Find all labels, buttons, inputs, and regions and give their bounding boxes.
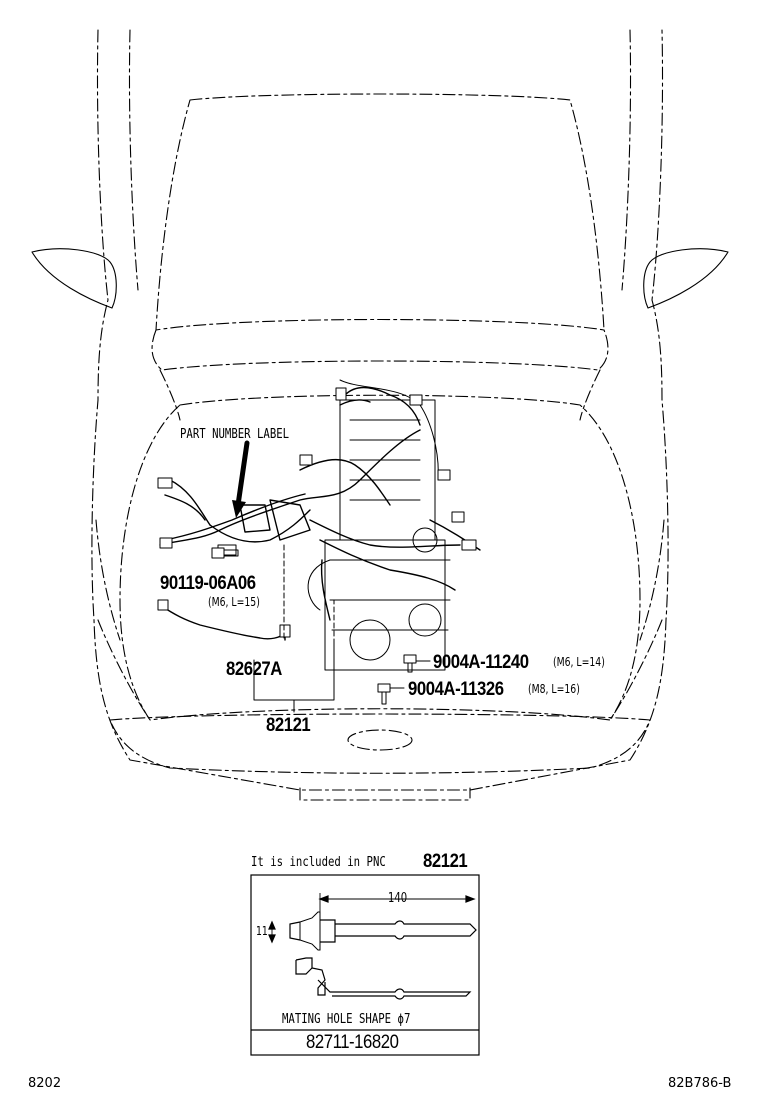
dimension-height: 11 — [256, 924, 268, 938]
bolt-1-part-number: 90119-06A06 — [160, 573, 256, 594]
footer-left-code: 8202 — [28, 1076, 62, 1091]
bolt-1-spec: (M6, L=15) — [208, 595, 260, 609]
leader-lines — [253, 544, 431, 713]
inset-part-number: 82711-16820 — [306, 1032, 399, 1053]
wire-harness — [159, 386, 481, 641]
dimension-length: 140 — [388, 891, 408, 906]
right-mirror — [643, 248, 729, 309]
part-label-arrow-shaft — [235, 440, 250, 508]
bolt-3-spec: (M8, L=16) — [528, 682, 580, 696]
left-mirror — [31, 248, 117, 309]
inset-caption-prefix: It is included in PNC — [251, 855, 386, 870]
wire-sub-assembly-part-number: 82627A — [226, 659, 282, 680]
footer-right-code: 82B786-B — [668, 1076, 732, 1091]
bolt-3-part-number: 9004A-11326 — [408, 679, 504, 700]
bolt-icons — [211, 547, 417, 705]
car-body-outline — [91, 29, 669, 801]
bolt-2-spec: (M6, L=14) — [553, 655, 605, 669]
engine-wire-harness-part-number: 82121 — [266, 715, 311, 736]
part-label-arrow-head — [232, 500, 246, 518]
engine-assembly — [307, 379, 451, 671]
part-number-label-caption: PART NUMBER LABEL — [180, 427, 290, 442]
inset-box — [250, 874, 480, 1056]
inset-caption-pnc: 82121 — [423, 851, 468, 872]
bolt-2-part-number: 9004A-11240 — [433, 652, 529, 673]
mating-hole-shape-text: MATING HOLE SHAPE ϕ7 — [282, 1012, 411, 1027]
